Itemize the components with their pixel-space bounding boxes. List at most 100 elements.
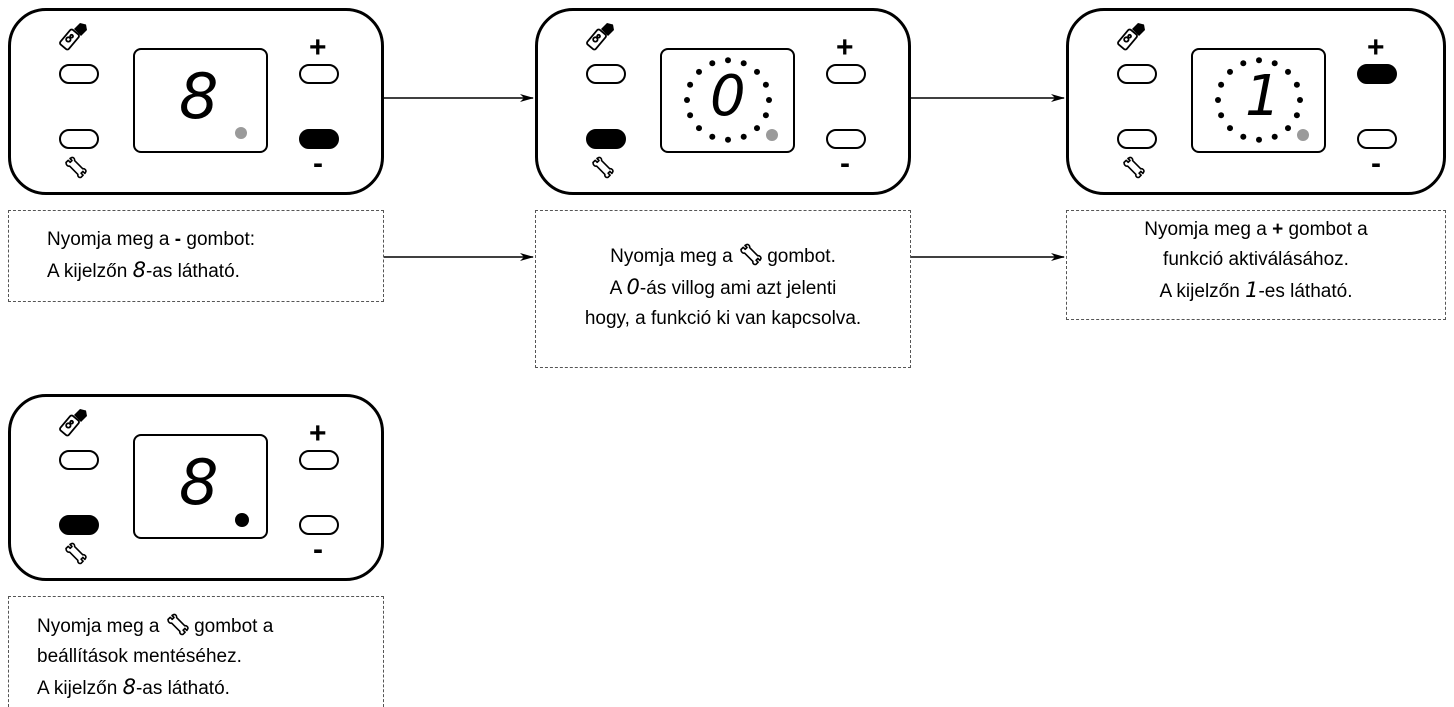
display-screen: 0 — [660, 48, 795, 153]
blink-dot — [762, 81, 769, 88]
wrench-icon — [63, 156, 87, 180]
plus-sign: + — [836, 31, 854, 64]
blink-dot — [1240, 133, 1247, 140]
caption-text: -es látható. — [1258, 281, 1353, 302]
caption-line: Nyomja meg a gombot a — [37, 612, 383, 642]
step-4-caption: Nyomja meg a gombot a beállítások mentés… — [8, 596, 384, 707]
blink-dot — [766, 97, 772, 103]
blink-dot — [684, 97, 690, 103]
blink-dot — [696, 125, 702, 132]
display-digit: 1 — [1245, 64, 1281, 129]
caption-line: A 0-ás villog ami azt jelenti — [536, 272, 910, 304]
plus-button[interactable] — [826, 64, 866, 84]
display-screen: 8 — [133, 434, 268, 539]
control-panel-step-2: 0 + - — [535, 8, 911, 195]
caption-text: A kijelzőn — [37, 678, 118, 699]
caption-text: -ás villog ami azt jelenti — [639, 278, 837, 299]
blink-dot — [696, 68, 702, 75]
wrench-button[interactable] — [59, 129, 99, 149]
minus-button[interactable] — [299, 129, 339, 149]
caption-text: Nyomja meg a — [37, 616, 160, 637]
caption-text: Nyomja meg a — [1144, 219, 1267, 240]
blink-dot — [1297, 97, 1303, 103]
caption-line: A kijelzőn 1-es látható. — [1067, 275, 1445, 307]
caption-line: A kijelzőn 8-as látható. — [37, 672, 383, 704]
display-digit: 8 — [179, 60, 219, 133]
caption-text: -as látható. — [145, 261, 240, 282]
blink-dot — [762, 112, 769, 119]
wrench-button[interactable] — [59, 515, 99, 535]
caption-text: A — [609, 278, 622, 299]
plus-sign: + — [1367, 31, 1385, 64]
blink-dot — [1227, 68, 1233, 75]
appliance-button[interactable] — [586, 64, 626, 84]
plus-button[interactable] — [299, 450, 339, 470]
wrench-button[interactable] — [586, 129, 626, 149]
caption-line: hogy, a funkció ki van kapcsolva. — [584, 308, 862, 329]
blink-dot — [709, 60, 716, 67]
display-digit-glyph: 0 — [626, 275, 640, 299]
appliance-button[interactable] — [1117, 64, 1157, 84]
caption-text: gombot a — [194, 616, 274, 637]
wrench-icon — [1121, 156, 1145, 180]
plus-sign: + — [309, 417, 327, 450]
blink-dot — [754, 68, 760, 75]
blink-dot — [1285, 125, 1291, 132]
plus-symbol: + — [1272, 219, 1284, 240]
control-panel-step-4: 8 + - — [8, 394, 384, 581]
blink-dot — [740, 60, 747, 67]
status-led — [235, 513, 249, 527]
minus-sign: - — [840, 147, 850, 180]
blink-dot — [1285, 68, 1291, 75]
appliance-button[interactable] — [59, 64, 99, 84]
caption-line: funkció aktiválásához. — [1163, 249, 1349, 270]
blink-indicator-ring — [1215, 57, 1303, 143]
control-panel-step-3: 1 + - — [1066, 8, 1446, 195]
caption-text: gombot a — [1288, 219, 1368, 240]
display-digit-glyph: 8 — [122, 675, 136, 699]
step-1-caption: Nyomja meg a - gombot: A kijelzőn 8-as l… — [8, 210, 384, 302]
step-3-caption: Nyomja meg a + gombot a funkció aktiválá… — [1066, 210, 1446, 320]
caption-text: -as látható. — [135, 678, 230, 699]
minus-sign: - — [1371, 147, 1381, 180]
minus-button[interactable] — [299, 515, 339, 535]
wrench-button[interactable] — [1117, 129, 1157, 149]
blink-dot — [1256, 136, 1262, 143]
appliance-icon — [59, 21, 89, 51]
appliance-icon — [586, 21, 616, 51]
minus-sign: - — [313, 147, 323, 180]
caption-line: Nyomja meg a gombot. — [536, 242, 910, 272]
blink-dot — [754, 125, 760, 132]
wrench-icon — [165, 613, 189, 637]
blink-dot — [1240, 60, 1247, 67]
status-led — [235, 127, 247, 139]
caption-text: A kijelzőn — [1159, 281, 1240, 302]
blink-dot — [740, 133, 747, 140]
plus-button[interactable] — [1357, 64, 1397, 84]
blink-dot — [1215, 97, 1221, 103]
blink-dot — [1227, 125, 1233, 132]
blink-dot — [725, 57, 731, 64]
minus-button[interactable] — [1357, 129, 1397, 149]
blink-dot — [1271, 60, 1278, 67]
blink-dot — [1293, 112, 1300, 119]
wrench-icon — [63, 542, 87, 566]
step-2-caption: Nyomja meg a gombot. A 0-ás villog ami a… — [535, 210, 911, 368]
wrench-icon — [738, 243, 762, 267]
blink-dot — [709, 133, 716, 140]
plus-sign: + — [309, 31, 327, 64]
display-screen: 8 — [133, 48, 268, 153]
caption-text: A kijelzőn — [47, 261, 128, 282]
caption-line: A kijelzőn 8-as látható. — [47, 255, 383, 287]
plus-button[interactable] — [299, 64, 339, 84]
minus-button[interactable] — [826, 129, 866, 149]
caption-line: Nyomja meg a + gombot a — [1067, 215, 1445, 245]
caption-line: beállítások mentéséhez. — [37, 646, 242, 667]
minus-symbol: - — [174, 229, 182, 250]
appliance-button[interactable] — [59, 450, 99, 470]
caption-text: gombot: — [186, 229, 256, 250]
minus-sign: - — [313, 533, 323, 566]
caption-text: Nyomja meg a — [610, 246, 733, 267]
blink-dot — [725, 136, 731, 143]
blink-dot — [687, 112, 694, 119]
